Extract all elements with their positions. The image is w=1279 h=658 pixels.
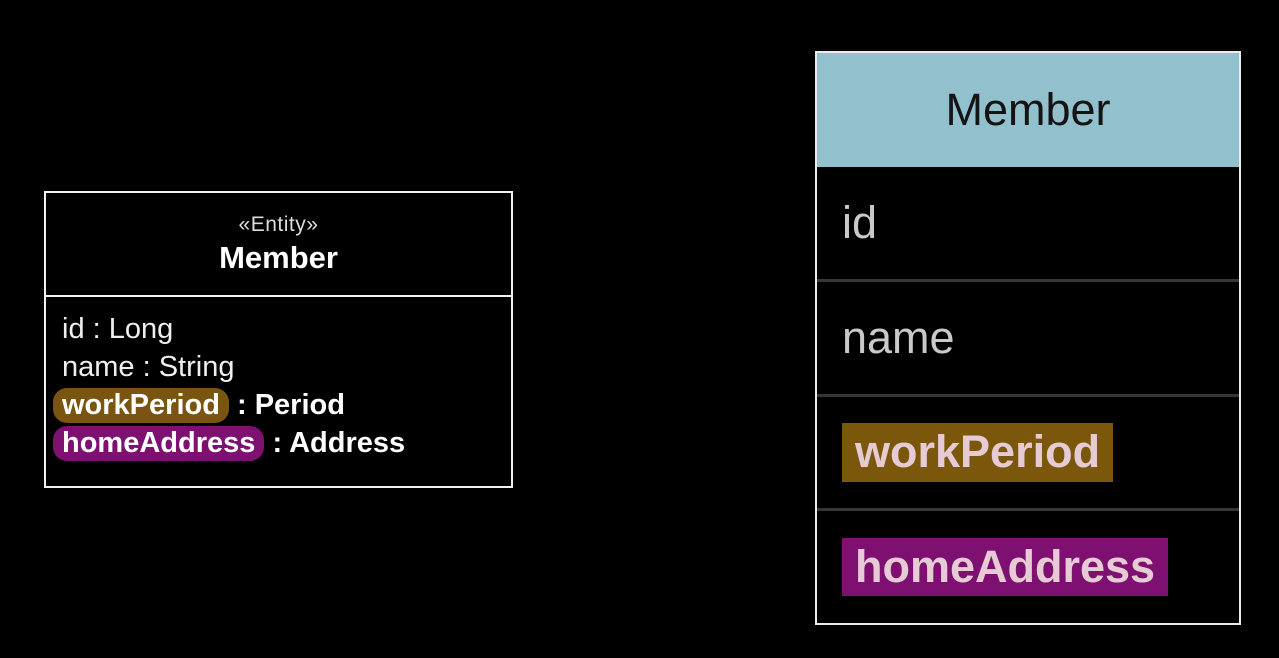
table-row: workPeriod [817, 393, 1239, 509]
uml-attribute-type: : String [134, 351, 235, 383]
uml-attribute-name: id [62, 313, 85, 345]
table-row-label: workPeriod [842, 423, 1114, 482]
uml-attribute-line: name : String [62, 348, 495, 386]
uml-attribute-line: homeAddress : Address [53, 424, 495, 462]
db-table-header: Member [817, 53, 1239, 167]
uml-attribute-type: : Address [264, 427, 406, 459]
db-table: Member id name workPeriod homeAddress [815, 51, 1241, 625]
uml-class-name: Member [219, 239, 338, 275]
db-table-title: Member [945, 84, 1111, 135]
uml-attribute-name: workPeriod [53, 388, 229, 423]
uml-attribute-name: homeAddress [53, 426, 265, 461]
uml-stereotype-label: «Entity» [238, 212, 319, 236]
table-row: id [817, 167, 1239, 279]
uml-attribute-line: workPeriod : Period [53, 386, 495, 424]
uml-attribute-name: name [62, 351, 135, 383]
uml-attribute-line: id : Long [62, 310, 495, 348]
uml-class-header: «Entity» Member [46, 193, 511, 297]
uml-attribute-type: : Period [228, 389, 345, 421]
uml-attributes-section: id : Long name : String workPeriod : Per… [46, 297, 511, 475]
table-row-label: id [842, 196, 878, 248]
uml-attribute-type: : Long [84, 313, 174, 345]
db-table-rows: id name workPeriod homeAddress [817, 167, 1239, 623]
table-row: homeAddress [817, 508, 1239, 623]
table-row-label: name [842, 311, 955, 363]
table-row: name [817, 278, 1239, 394]
uml-class-box: «Entity» Member id : Long name : String … [44, 191, 513, 488]
table-row-label: homeAddress [842, 538, 1169, 597]
